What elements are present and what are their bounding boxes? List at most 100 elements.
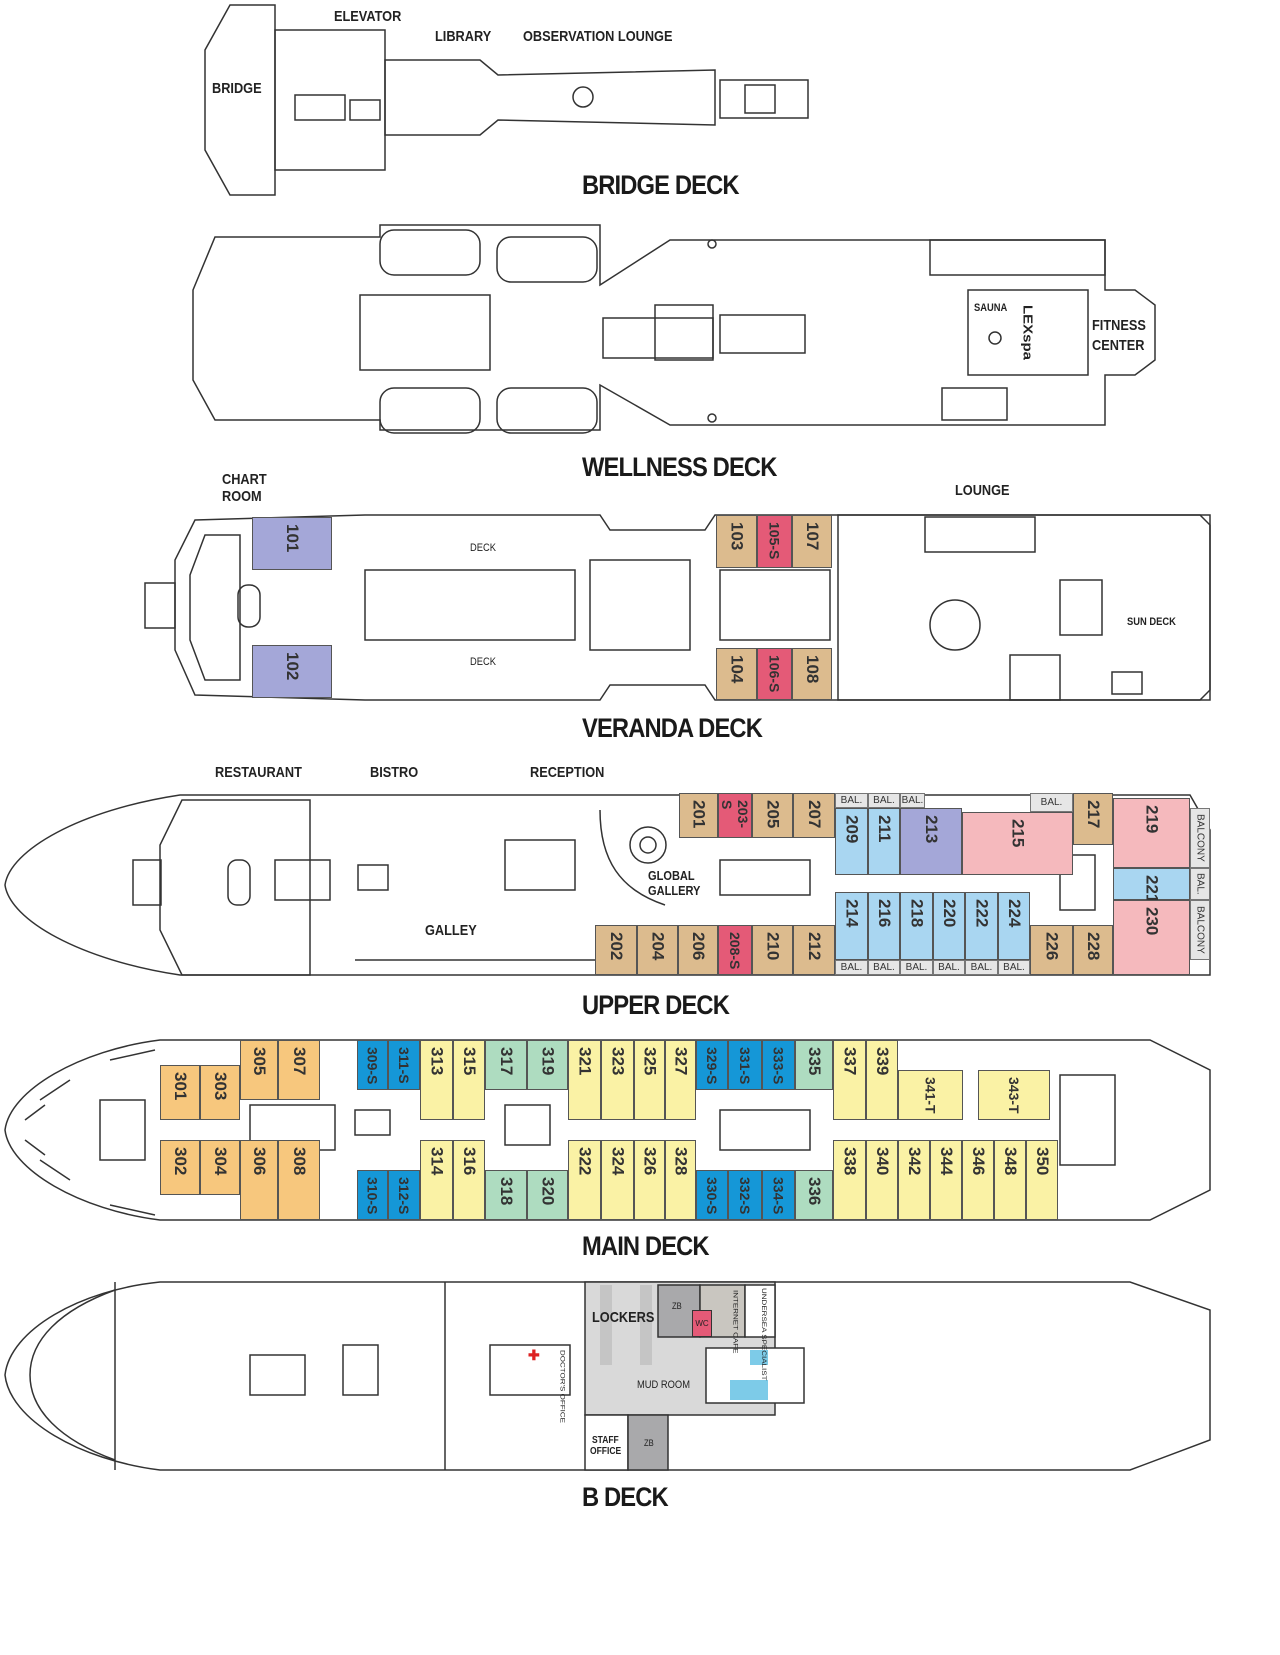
cabin-206[interactable]: 206 (678, 925, 718, 975)
cabin-318[interactable]: 318 (485, 1170, 527, 1220)
cabin-329-s[interactable]: 329-S (696, 1040, 728, 1090)
cabin-324[interactable]: 324 (601, 1140, 634, 1220)
cabin-319[interactable]: 319 (527, 1040, 568, 1090)
cabin-339[interactable]: 339 (866, 1040, 898, 1120)
cabin-323[interactable]: 323 (601, 1040, 634, 1120)
cabin-309-s[interactable]: 309-S (357, 1040, 388, 1090)
cabin-214[interactable]: 214 (835, 892, 868, 960)
cabin-number: 307 (290, 1047, 309, 1076)
cabin-342[interactable]: 342 (898, 1140, 930, 1220)
cabin-210[interactable]: 210 (752, 925, 793, 975)
cabin-320[interactable]: 320 (527, 1170, 568, 1220)
cabin-number: 104 (727, 655, 747, 684)
cabin-340[interactable]: 340 (866, 1140, 898, 1220)
cabin-207[interactable]: 207 (793, 793, 835, 838)
cabin-202[interactable]: 202 (595, 925, 637, 975)
cabin-230[interactable]: 230 (1113, 900, 1190, 975)
cabin-303[interactable]: 303 (200, 1065, 240, 1120)
cabin-204[interactable]: 204 (637, 925, 678, 975)
cabin-322[interactable]: 322 (568, 1140, 601, 1220)
cabin-222[interactable]: 222 (965, 892, 998, 960)
cabin-315[interactable]: 315 (453, 1040, 485, 1120)
cabin-331-s[interactable]: 331-S (728, 1040, 762, 1090)
cabin-number: 332-S (737, 1177, 753, 1215)
cabin-216[interactable]: 216 (868, 892, 900, 960)
cabin-330-s[interactable]: 330-S (696, 1170, 728, 1220)
cabin-215[interactable]: 215 (962, 812, 1073, 875)
cabin-217[interactable]: 217 (1073, 793, 1113, 845)
cabin-208-s[interactable]: 208-S (718, 925, 752, 975)
cabin-301[interactable]: 301 (160, 1065, 200, 1120)
cabin-306[interactable]: 306 (240, 1140, 278, 1220)
cabin-213[interactable]: 213 (900, 808, 962, 875)
mud-room-label: MUD ROOM (637, 1379, 690, 1391)
cabin-317[interactable]: 317 (485, 1040, 527, 1090)
cabin-333-s[interactable]: 333-S (762, 1040, 795, 1090)
cabin-number: 106-S (766, 655, 783, 693)
elevator-label: ELEVATOR (334, 8, 402, 25)
cabin-105-s[interactable]: 105-S (757, 515, 792, 568)
cabin-104[interactable]: 104 (716, 648, 757, 700)
cabin-108[interactable]: 108 (792, 648, 832, 700)
cabin-226[interactable]: 226 (1030, 925, 1073, 975)
cabin-number: 341-T (922, 1077, 939, 1114)
cabin-106-s[interactable]: 106-S (757, 648, 792, 700)
cabin-343-t[interactable]: 343-T (978, 1070, 1050, 1120)
cabin-341-t[interactable]: 341-T (898, 1070, 963, 1120)
cabin-103[interactable]: 103 (716, 515, 757, 568)
cabin-325[interactable]: 325 (634, 1040, 665, 1120)
cabin-107[interactable]: 107 (792, 515, 832, 568)
cabin-218[interactable]: 218 (900, 892, 933, 960)
cabin-224[interactable]: 224 (998, 892, 1030, 960)
cabin-211[interactable]: 211 (868, 808, 900, 875)
cabin-203-s[interactable]: 203-S (718, 793, 752, 838)
cabin-335[interactable]: 335 (795, 1040, 833, 1090)
cabin-101[interactable]: 101 (252, 517, 332, 570)
cabin-326[interactable]: 326 (634, 1140, 665, 1220)
cabin-328[interactable]: 328 (665, 1140, 696, 1220)
cabin-338[interactable]: 338 (833, 1140, 866, 1220)
cabin-102[interactable]: 102 (252, 645, 332, 698)
cabin-327[interactable]: 327 (665, 1040, 696, 1120)
cabin-346[interactable]: 346 (962, 1140, 994, 1220)
cabin-314[interactable]: 314 (420, 1140, 453, 1220)
cabin-212[interactable]: 212 (793, 925, 835, 975)
cabin-307[interactable]: 307 (278, 1040, 320, 1100)
cabin-201[interactable]: 201 (679, 793, 718, 838)
cabin-332-s[interactable]: 332-S (728, 1170, 762, 1220)
cabin-321[interactable]: 321 (568, 1040, 601, 1120)
fitness-center-label-2: CENTER (1092, 337, 1145, 354)
cabin-219[interactable]: 219 (1113, 798, 1190, 868)
cabin-308[interactable]: 308 (278, 1140, 320, 1220)
galley-label: GALLEY (425, 922, 477, 939)
cabin-number: 310-S (364, 1177, 381, 1215)
cabin-313[interactable]: 313 (420, 1040, 453, 1120)
cabin-305[interactable]: 305 (240, 1040, 278, 1100)
cabin-209[interactable]: 209 (835, 808, 868, 875)
cabin-316[interactable]: 316 (453, 1140, 485, 1220)
cabin-337[interactable]: 337 (833, 1040, 866, 1120)
cabin-348[interactable]: 348 (994, 1140, 1026, 1220)
cabin-205[interactable]: 205 (752, 793, 793, 838)
cabin-number: 213 (922, 815, 941, 844)
balcony-label: BALCONY (1190, 900, 1210, 960)
cabin-310-s[interactable]: 310-S (357, 1170, 388, 1220)
cabin-312-s[interactable]: 312-S (388, 1170, 420, 1220)
cabin-220[interactable]: 220 (933, 892, 965, 960)
cabin-336[interactable]: 336 (795, 1170, 833, 1220)
cabin-334-s[interactable]: 334-S (762, 1170, 795, 1220)
balcony-text: BAL. (1040, 797, 1063, 808)
cabin-221[interactable]: 221 (1113, 868, 1190, 903)
cabin-302[interactable]: 302 (160, 1140, 200, 1195)
cabin-311-s[interactable]: 311-S (388, 1040, 420, 1090)
cabin-number: 101 (283, 524, 302, 553)
cabin-228[interactable]: 228 (1073, 925, 1113, 975)
cabin-344[interactable]: 344 (930, 1140, 962, 1220)
cabin-350[interactable]: 350 (1026, 1140, 1058, 1220)
cabin-304[interactable]: 304 (200, 1140, 240, 1195)
cabin-number: 208-S (727, 932, 743, 970)
cabin-number: 346 (969, 1147, 988, 1176)
cabin-number: 212 (805, 932, 824, 961)
chart-room-label-1: CHART (222, 471, 267, 488)
